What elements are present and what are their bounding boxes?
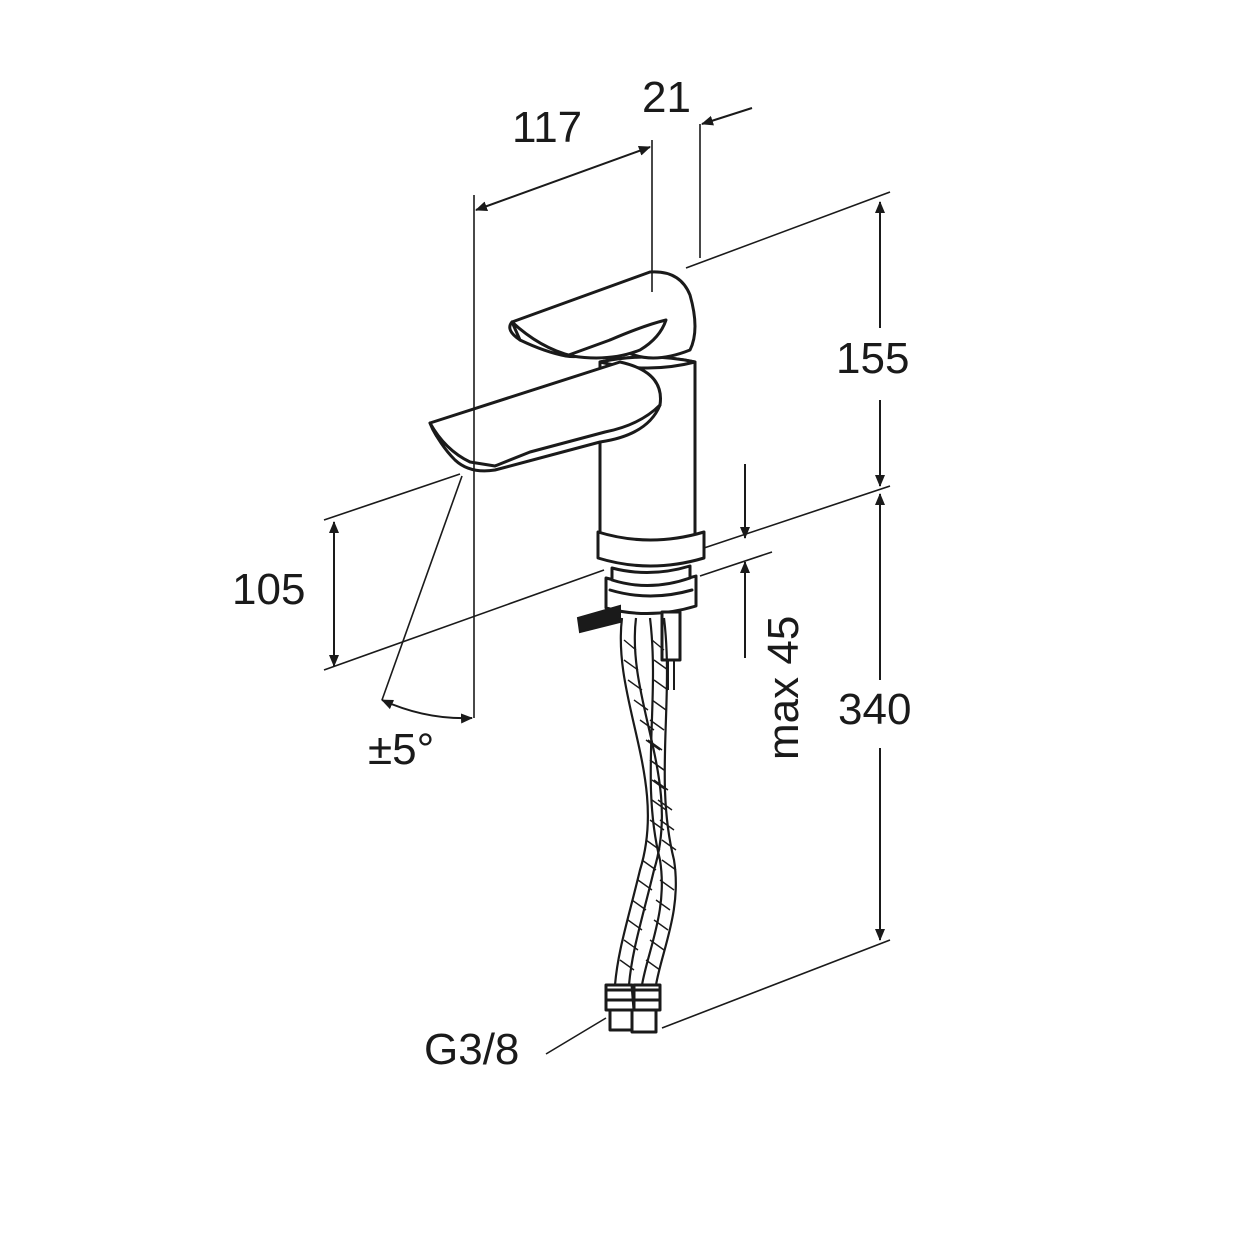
hose-length-label: 340 — [838, 685, 911, 734]
spout-reach-label: 117 — [512, 103, 582, 152]
swivel-angle-label: ±5° — [368, 725, 434, 774]
faucet-height-label: 155 — [836, 334, 909, 383]
dimension-lines — [323, 107, 891, 1055]
spout-height-label: 105 — [232, 565, 305, 614]
max-deck-thickness-label: max 45 — [759, 616, 808, 760]
handle-lever — [508, 270, 697, 360]
spout — [428, 360, 662, 473]
hose-connection-label: G3/8 — [424, 1025, 519, 1074]
supply-hoses — [613, 617, 677, 986]
handle-offset-label: 21 — [642, 73, 691, 122]
hose-nuts — [604, 983, 662, 1034]
